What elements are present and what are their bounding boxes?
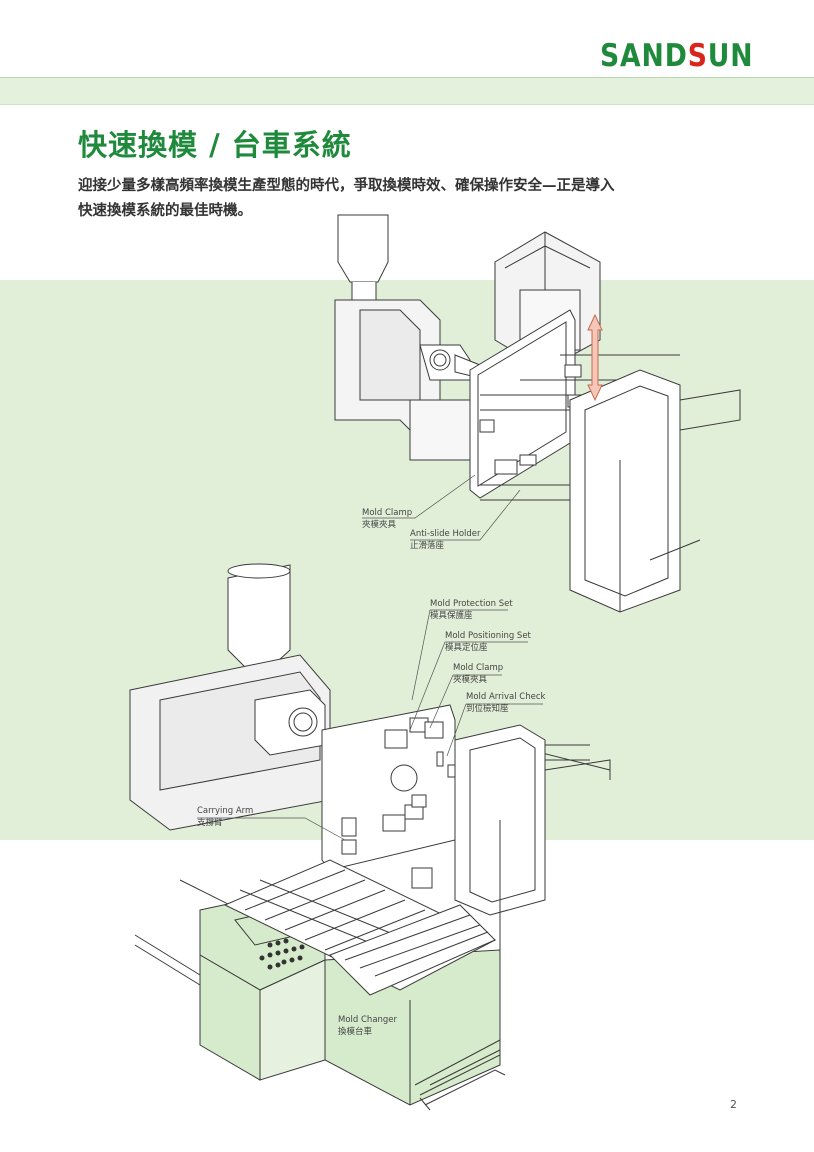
- label-mold-changer: Mold Changer 換模台車: [338, 1014, 397, 1038]
- label-en: Mold Clamp: [453, 663, 504, 673]
- page-number: 2: [730, 1098, 737, 1111]
- label-zh: 夾模夾具: [362, 520, 397, 530]
- label-zh: 模具保護座: [430, 611, 473, 621]
- label-en: Carrying Arm: [197, 806, 254, 816]
- upper-platen: [469, 309, 583, 499]
- label-en: Mold Changer: [338, 1015, 398, 1025]
- label-carrying-arm: Carrying Arm 支撐臂: [197, 805, 253, 829]
- label-en: Mold Clamp: [362, 508, 413, 518]
- leader-lines: [197, 474, 543, 841]
- label-en: Mold Arrival Check: [466, 692, 546, 702]
- label-zh: 到位檢知座: [466, 704, 509, 714]
- label-mold-positioning-set: Mold Positioning Set 模具定位座: [445, 630, 531, 654]
- cart-roller-deck: [223, 859, 497, 996]
- label-zh: 支撐臂: [197, 818, 223, 828]
- label-mold-arrival-check: Mold Arrival Check 到位檢知座: [466, 691, 545, 715]
- up-down-arrow-icon: [587, 313, 603, 402]
- label-en: Mold Protection Set: [430, 599, 513, 609]
- upper-moving-platen: [569, 369, 741, 613]
- label-zh: 模具定位座: [445, 643, 488, 653]
- label-en: Anti-slide Holder: [410, 529, 481, 539]
- brand-logo: SANDSUN: [600, 38, 754, 74]
- label-zh: 換模台車: [338, 1027, 373, 1037]
- label-zh: 夾模夾具: [453, 675, 488, 685]
- intro-line-2: 快速換模系統的最佳時機。: [78, 203, 252, 219]
- header-band: [0, 77, 814, 105]
- label-anti-slide-holder: Anti-slide Holder 止滑落座: [410, 528, 481, 552]
- intro-paragraph: 迎接少量多樣高頻率換模生產型態的時代，爭取換模時效、確保操作安全—正是導入 快速…: [78, 174, 718, 224]
- label-mold-protection-set: Mold Protection Set 模具保護座: [430, 598, 513, 622]
- label-mold-clamp-upper: Mold Clamp 夾模夾具: [362, 507, 412, 531]
- label-en: Mold Positioning Set: [445, 631, 531, 641]
- label-zh: 止滑落座: [410, 541, 445, 551]
- lower-moving-platen: [454, 724, 611, 1015]
- intro-line-1: 迎接少量多樣高頻率換模生產型態的時代，爭取換模時效、確保操作安全—正是導入: [78, 178, 615, 194]
- lower-platen: [321, 704, 493, 889]
- label-mold-clamp-lower: Mold Clamp 夾模夾具: [453, 662, 503, 686]
- upper-injection-unit: [334, 214, 481, 461]
- cart-base-rail: [414, 1039, 506, 1106]
- lower-injection-unit: [129, 654, 331, 831]
- page-title: 快速換模 / 台車系統: [78, 128, 352, 162]
